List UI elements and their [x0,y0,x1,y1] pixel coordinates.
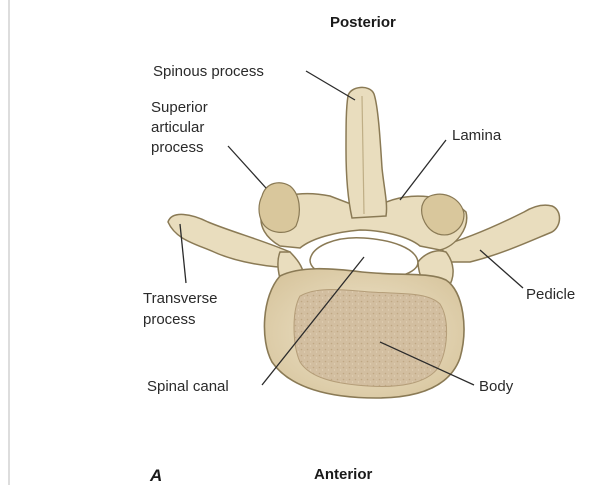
label-spinous-process: Spinous process [153,63,264,80]
posterior-label: Posterior [330,14,396,31]
left-superior-articular-process [259,183,299,233]
label-body: Body [479,378,514,395]
panel-letter: A [149,466,162,485]
label-superior-articular-line1: Superior [151,99,208,116]
label-pedicle: Pedicle [526,286,575,303]
label-superior-articular-line3: process [151,139,204,156]
leader-pedicle [480,250,523,288]
leader-superior-articular [228,146,266,188]
spinous-process [346,87,387,218]
vertebral-body-center [294,290,447,387]
label-spinal-canal: Spinal canal [147,378,229,395]
leader-spinous [306,71,355,100]
label-transverse-line1: Transverse [143,290,217,307]
label-superior-articular-line2: articular [151,119,204,136]
label-lamina: Lamina [452,127,502,144]
label-transverse-line2: process [143,311,196,328]
anterior-label: Anterior [314,466,373,483]
leader-lamina [400,140,446,200]
